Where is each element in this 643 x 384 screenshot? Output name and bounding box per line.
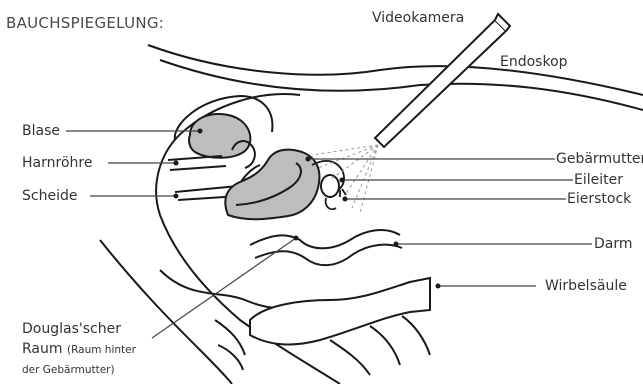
endoscope [375,14,510,147]
label-eierstock: Eierstock [567,191,631,207]
label-scheide: Scheide [22,188,77,204]
label-douglas-line1: Douglas'scher [22,321,121,337]
label-videokamera: Videokamera [372,10,464,26]
label-harnroehre: Harnröhre [22,155,92,171]
diagram-title: BAUCHSPIEGELUNG: [6,14,164,32]
ovary [321,175,339,209]
label-gebaermutter: Gebärmutter [556,151,643,167]
label-darm: Darm [594,236,633,252]
body-outline [100,45,643,384]
label-wirbelsaeule: Wirbelsäule [545,278,627,294]
label-endoskop: Endoskop [500,54,568,70]
label-blase: Blase [22,123,60,139]
label-eileiter: Eileiter [574,172,623,188]
label-douglas-note2: der Gebärmutter) [22,362,115,378]
label-douglas-line2: Raum (Raum hinter [22,341,136,358]
spine [215,278,430,375]
label-douglas-note1: (Raum hinter [67,344,136,356]
label-douglas-raum: Raum [22,341,63,357]
